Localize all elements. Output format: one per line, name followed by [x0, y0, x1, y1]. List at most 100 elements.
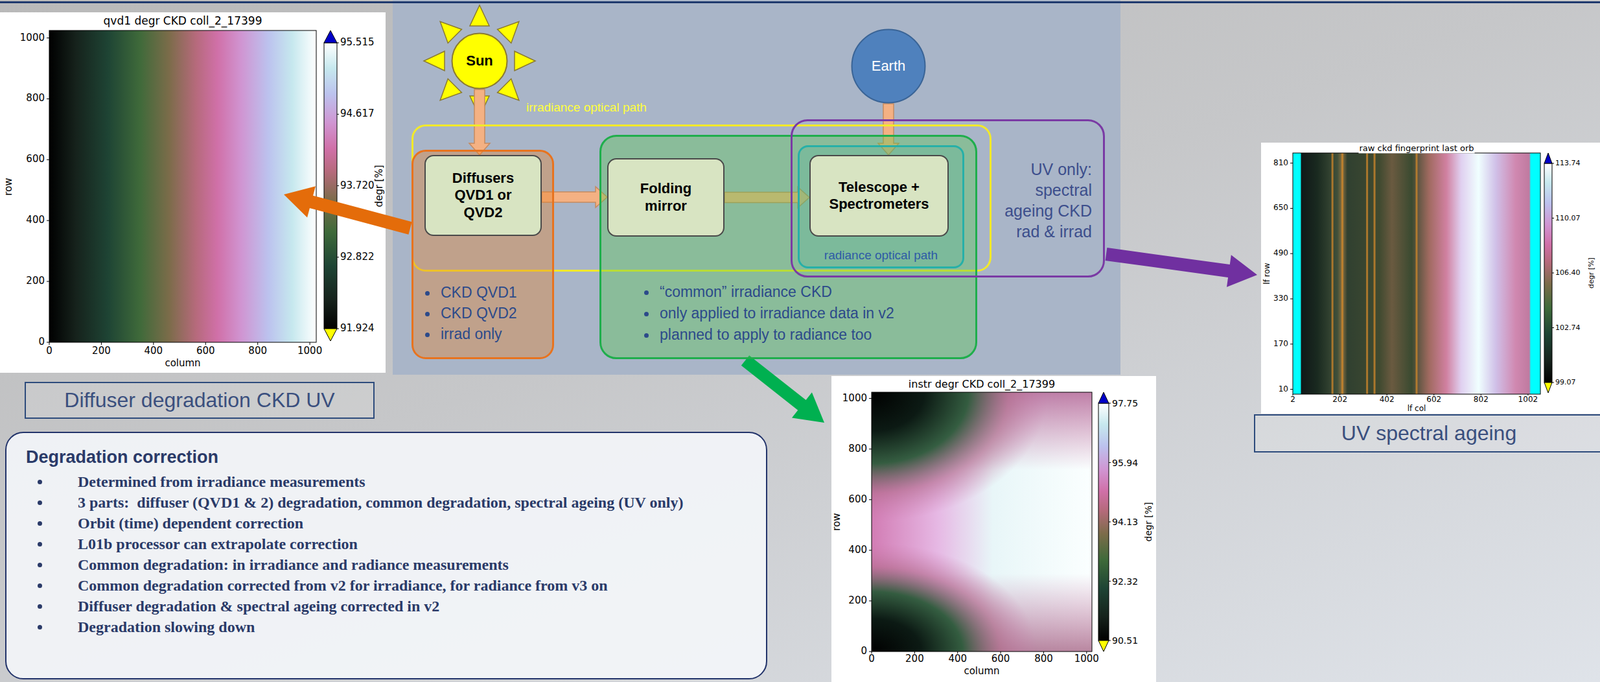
tick-label: 95.515: [339, 36, 376, 48]
ckd-group: CKD QVD1CKD QVD2irrad onlyDiffusers QVD1…: [411, 149, 555, 360]
caption-box: UV spectral ageing: [1253, 414, 1600, 453]
tick-label: 1000: [296, 345, 323, 357]
sun-ray: [514, 51, 536, 71]
heatmap-figure: [1261, 142, 1600, 414]
axis-label: degr [%]: [373, 163, 385, 208]
tick-label: 10: [1277, 384, 1289, 395]
colorbar-over: [1544, 152, 1553, 164]
orange-pointer-arrow: [283, 185, 413, 234]
tick-label: 91.924: [339, 322, 376, 334]
tick-label: 2: [1289, 395, 1297, 405]
tick-label: 600: [990, 653, 1011, 665]
tick-label: 0: [37, 336, 46, 348]
tick-label: 202: [1331, 395, 1348, 405]
tick-label: 99.07: [1554, 378, 1577, 387]
heatmap: [1292, 152, 1541, 395]
axis-label: row: [3, 176, 15, 196]
tick-label: 200: [91, 345, 112, 357]
group-label: CKD QVD1: [421, 283, 574, 302]
group-label: CKD QVD2: [421, 304, 574, 323]
tick-label: 1002: [1517, 395, 1540, 405]
tick-label: 400: [143, 345, 164, 357]
sun-ray: [440, 21, 462, 43]
tick-label: 602: [1425, 395, 1442, 405]
sun-circle: Sun: [451, 32, 509, 90]
axis-label: lf row: [1263, 261, 1273, 285]
tick-label: 800: [25, 93, 46, 105]
box-label: Folding mirror: [624, 180, 708, 215]
tick-label: 200: [904, 653, 925, 665]
tick-label: 0: [867, 653, 876, 665]
note-bullet: Common degradation corrected from v2 for…: [25, 574, 741, 596]
plot-title: raw ckd fingerprint last orb: [1358, 143, 1475, 154]
group-label: planned to apply to radiance too: [640, 325, 994, 344]
tick-label: 1000: [19, 32, 46, 44]
heatmap: [49, 30, 317, 343]
ckd-group: UV only: spectral ageing CKD rad & irrad: [790, 119, 1105, 278]
tick-label: 600: [847, 493, 868, 505]
group-label: “common” irradiance CKD: [640, 283, 994, 301]
ckd-group: “common” irradiance CKDonly applied to i…: [599, 134, 978, 360]
tick-label: 90.51: [1111, 635, 1139, 646]
axis-label: row: [831, 511, 843, 531]
tick-label: 1000: [1073, 653, 1100, 665]
group-label: irradiance optical path: [526, 100, 721, 115]
sun-ray: [497, 21, 520, 43]
tick-label: 1000: [841, 392, 868, 404]
tick-label: 490: [1272, 248, 1289, 258]
optical-path-outline: radiance optical path Telescope + Spectro…: [797, 145, 965, 269]
purple-pointer-arrow: [1105, 247, 1258, 288]
group-label: radiance optical path: [799, 248, 963, 263]
tick-label: 92.822: [339, 251, 376, 263]
tick-label: 94.13: [1111, 516, 1139, 527]
plot-title: qvd1 degr CKD coll_2_17399: [103, 14, 264, 28]
axis-label: column: [962, 665, 1000, 677]
axis-label: degr [%]: [1587, 256, 1597, 290]
tick-label: 600: [195, 345, 216, 357]
box-label: UV spectral ageing: [1341, 421, 1517, 446]
note-box: Degradation correctionDetermined from ir…: [5, 431, 768, 680]
tick-label: 94.617: [339, 108, 376, 120]
tick-label: 400: [847, 544, 868, 556]
note-bullet: Common degradation: in irradiance and ra…: [25, 554, 741, 575]
box-label: Telescope + Spectrometers: [826, 178, 932, 214]
sun-ray: [440, 79, 462, 101]
tick-label: 102.74: [1554, 323, 1582, 332]
tick-label: 802: [1472, 395, 1490, 405]
group-label: only applied to irradiance data in v2: [640, 304, 994, 323]
tick-label: 800: [247, 345, 268, 357]
note-bullet: Degradation slowing down: [25, 616, 741, 638]
flow-arrow: [469, 89, 490, 155]
colorbar-over: [324, 30, 337, 43]
note-bullet: 3 parts: diffuser (QVD1 & 2) degradation…: [25, 491, 741, 513]
axis-label: lf col: [1406, 404, 1427, 414]
box-label: Diffusers QVD1 or QVD2: [441, 169, 525, 221]
tick-label: 200: [847, 594, 868, 606]
box-label: Earth: [871, 57, 906, 75]
note-bullet: L01b processor can extrapolate correctio…: [25, 533, 741, 555]
caption-box: Diffuser degradation CKD UV: [24, 381, 375, 419]
box-label: Diffuser degradation CKD UV: [64, 388, 335, 413]
tick-label: 800: [847, 443, 868, 455]
colorbar: [1098, 403, 1109, 641]
tick-label: 0: [45, 345, 54, 357]
figure-ground: [0, 12, 386, 373]
tick-label: 400: [947, 653, 968, 665]
tick-label: 330: [1272, 294, 1289, 304]
colorbar: [324, 42, 337, 329]
heatmap: [871, 392, 1092, 652]
note-heading: Degradation correction: [25, 447, 741, 468]
tick-label: 95.94: [1111, 456, 1139, 468]
tick-label: 400: [25, 215, 46, 227]
tick-label: 97.75: [1111, 397, 1139, 409]
colorbar-under: [324, 328, 337, 341]
box-label: Sun: [465, 52, 494, 70]
group-label: irrad only: [421, 325, 574, 343]
colorbar-under: [1098, 640, 1109, 652]
tick-label: 200: [25, 275, 46, 287]
note-bullet: Determined from irradiance measurements: [25, 471, 741, 492]
axis-label: column: [163, 357, 201, 369]
tick-label: 93.720: [339, 180, 376, 192]
